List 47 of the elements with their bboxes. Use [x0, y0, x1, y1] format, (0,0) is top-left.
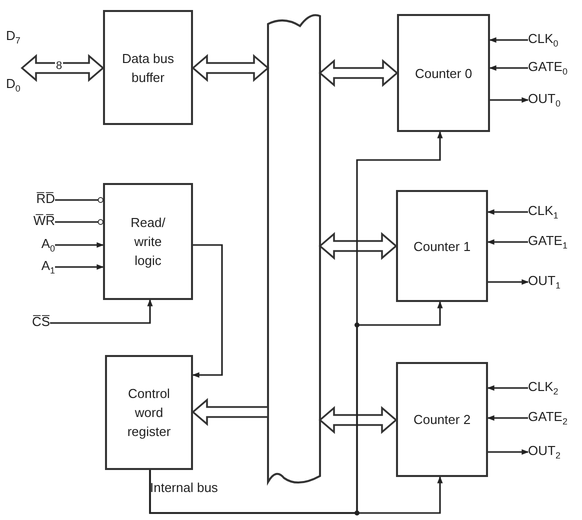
- signal-label: GATE$_{0}$: [528, 59, 568, 80]
- block-box: Data bus buffer: [103, 10, 193, 125]
- arrow: [487, 209, 528, 215]
- arrow: [487, 415, 528, 421]
- arrow: [487, 385, 528, 391]
- signal-label: CLK$_{1}$: [528, 203, 558, 224]
- text-label: D$_{0}$: [6, 76, 20, 94]
- block-box: Counter 2: [396, 362, 488, 477]
- bus-arrow: [192, 54, 270, 82]
- bus-arrow: [192, 398, 269, 426]
- block-box: Control word register: [105, 355, 193, 470]
- signal-label: CLK$_{0}$: [528, 31, 558, 52]
- signal-label: A$_{0}$: [41, 236, 55, 257]
- arrow: [50, 299, 153, 324]
- arrow: [149, 470, 443, 514]
- block-box: Read/ write logic: [103, 183, 193, 300]
- block-box: Counter 0: [397, 14, 490, 132]
- edge-label: 8: [55, 61, 64, 72]
- signal-label: CLK$_{2}$: [528, 379, 558, 400]
- signal-label: OUT$_{0}$: [528, 91, 560, 112]
- signal-label: OUT$_{1}$: [528, 273, 560, 294]
- block-box: Counter 1: [396, 190, 488, 302]
- bus-arrow: [20, 54, 104, 82]
- signal-label: A$_{1}$: [41, 258, 55, 279]
- arrow: [488, 449, 529, 455]
- arrow: [192, 244, 223, 378]
- arrow: [489, 65, 528, 71]
- signal-label: GATE$_{2}$: [528, 409, 568, 430]
- bus-arrow: [318, 59, 398, 87]
- signal-label: GATE$_{1}$: [528, 233, 568, 254]
- arrow: [55, 264, 104, 270]
- bus-bar: [267, 14, 321, 484]
- arrow: [488, 279, 529, 285]
- arrow: [490, 97, 529, 103]
- signal-label: OUT$_{2}$: [528, 443, 560, 464]
- text-label: D$_{7}$: [6, 28, 20, 46]
- signal-label: R̅D̅: [36, 191, 55, 207]
- arrow: [55, 242, 104, 248]
- bus-arrow: [318, 232, 398, 260]
- signal-label: C̅S̅: [32, 314, 50, 330]
- signal-line: [55, 219, 104, 225]
- text-label: Internal bus: [150, 480, 218, 495]
- bus-arrow: [318, 406, 398, 434]
- signal-line: [55, 197, 104, 203]
- arrow: [489, 37, 528, 43]
- signal-label: W̅R̅: [33, 213, 55, 229]
- arrow: [487, 239, 528, 245]
